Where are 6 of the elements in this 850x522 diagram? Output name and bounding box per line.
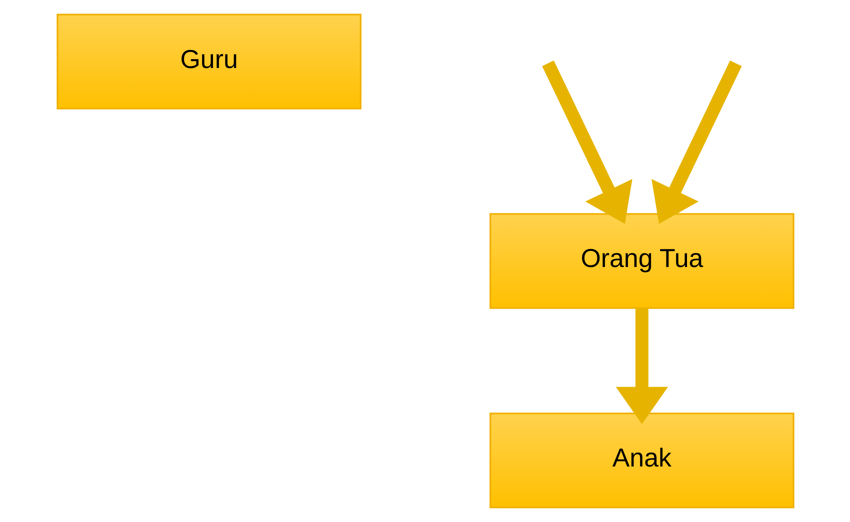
node-box: Orang Tua [489,213,794,309]
arrow [615,308,668,424]
arrow [651,60,742,224]
node-box: Anak [489,412,794,508]
node-box: Guru [56,14,361,110]
arrow [542,60,632,224]
